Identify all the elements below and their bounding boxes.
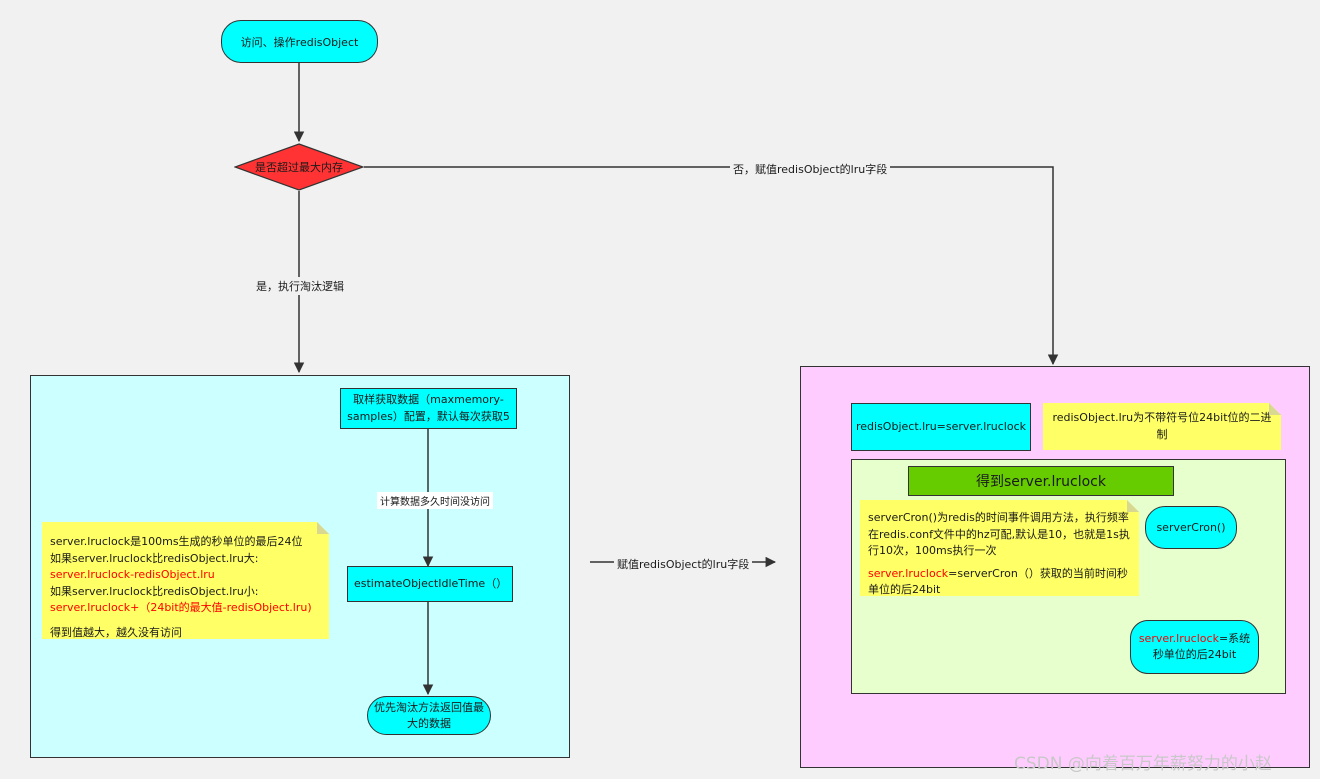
- evict-node: 优先淘汰方法返回值最大的数据: [367, 696, 491, 735]
- cron-note-text-2: server.lruclock=serverCron（）获取的当前时间秒单位的后…: [868, 566, 1131, 599]
- sample-box-label: 取样获取数据（maxmemory-samples）配置，默认每次获取5: [347, 393, 510, 423]
- edge-label-no: 否，赋值redisObject的lru字段: [730, 160, 891, 178]
- note-line-5: server.lruclock+（24bit的最大值-redisObject.l…: [50, 601, 312, 614]
- lru-format-note-label: redisObject.lru为不带符号位24bit位的二进制: [1052, 411, 1272, 441]
- lru-format-note: redisObject.lru为不带符号位24bit位的二进制: [1043, 403, 1281, 450]
- result-rest: =系统秒单位的后24bit: [1152, 631, 1251, 662]
- lruclock-note: server.lruclock是100ms生成的秒单位的最后24位 如果serv…: [42, 522, 329, 639]
- cron-note-text-2-red: server.lruclock: [868, 566, 949, 580]
- edge-decision-no: [364, 166, 1059, 366]
- decision-node: 是否超过最大内存: [233, 143, 365, 191]
- lruclock-title: 得到server.lruclock: [908, 466, 1174, 496]
- lruclock-title-label: 得到server.lruclock: [976, 474, 1106, 490]
- servercron-node: serverCron(): [1145, 506, 1237, 549]
- lruclock-result-node: server.lruclock=系统秒单位的后24bit: [1130, 620, 1259, 674]
- servercron-note: serverCron()为redis的时间事件调用方法，执行频率在redis.c…: [860, 500, 1139, 596]
- edge-label-sample: 计算数据多久时间没访问: [377, 492, 493, 509]
- note-line-3: server.lruclock-redisObject.lru: [50, 568, 215, 581]
- decision-diamond: [233, 143, 365, 191]
- start-node: 访问、操作redisObject: [221, 20, 378, 63]
- start-label: 访问、操作redisObject: [240, 35, 359, 49]
- note-line-6: 得到值越大，越久没有访问: [50, 625, 182, 639]
- servercron-node-label: serverCron(): [1156, 521, 1226, 534]
- assign-box: redisObject.lru=server.lruclock: [851, 403, 1031, 451]
- note-line-2: 如果server.lruclock比redisObject.lru大:: [50, 551, 259, 565]
- watermark: CSDN @向着百万年薪努力的小赵: [1014, 754, 1272, 774]
- result-red: server.lruclock: [1138, 631, 1219, 645]
- note-line-1: server.lruclock是100ms生成的秒单位的最后24位: [50, 535, 303, 548]
- evict-node-label: 优先淘汰方法返回值最大的数据: [374, 701, 484, 730]
- edge-label-mid: 赋值redisObject的lru字段: [614, 555, 753, 573]
- cron-note-text-2-rest: =serverCron（）获取的当前时间秒单位的后24bit: [868, 566, 1128, 596]
- cron-note-text-1: serverCron()为redis的时间事件调用方法，执行频率在redis.c…: [868, 511, 1130, 557]
- sample-box: 取样获取数据（maxmemory-samples）配置，默认每次获取5: [340, 388, 517, 429]
- idle-time-box-label: estimateObjectIdleTime（）: [354, 576, 508, 590]
- edge-label-yes: 是，执行淘汰逻辑: [253, 277, 347, 295]
- assign-box-label: redisObject.lru=server.lruclock: [855, 419, 1027, 433]
- idle-time-box: estimateObjectIdleTime（）: [347, 566, 513, 602]
- note-line-4: 如果server.lruclock比redisObject.lru小:: [50, 584, 259, 598]
- lruclock-result-text: server.lruclock=系统秒单位的后24bit: [1137, 631, 1252, 664]
- decision-label: 是否超过最大内存: [255, 161, 343, 174]
